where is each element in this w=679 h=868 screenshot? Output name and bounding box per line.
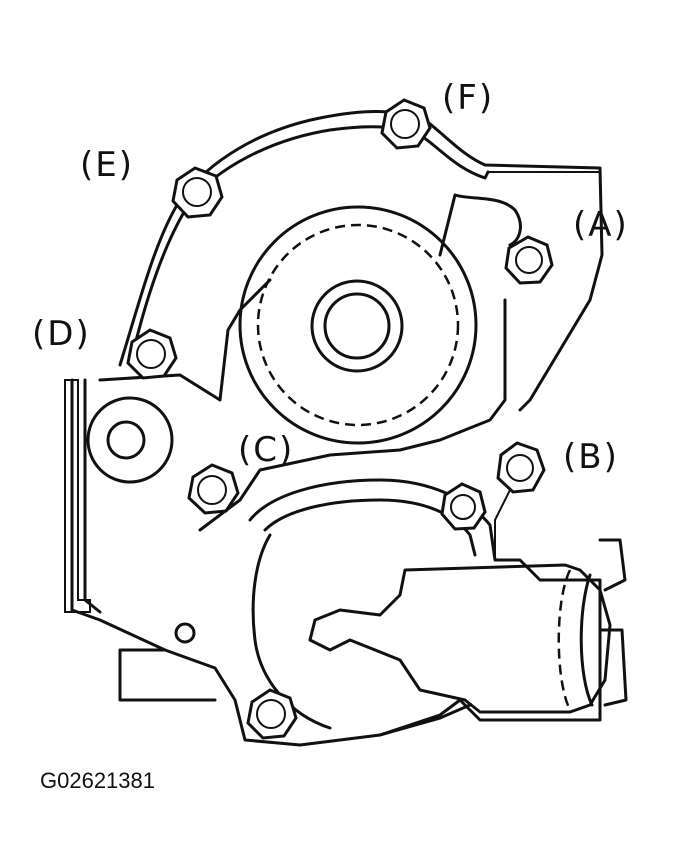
callout-f: (F) xyxy=(442,78,495,118)
leader-b xyxy=(494,479,516,560)
callout-e: (E) xyxy=(80,145,135,185)
bolt-icon xyxy=(504,235,554,285)
bolt-icon xyxy=(246,688,298,740)
bolt-icon xyxy=(440,482,487,531)
gasket-edge xyxy=(64,379,91,613)
lower-left-pipe xyxy=(118,648,217,702)
bolt-icon xyxy=(496,441,546,494)
gasket-inner xyxy=(133,125,490,347)
mounting-hole xyxy=(106,420,146,460)
small-hole xyxy=(174,622,196,644)
callout-d: (D) xyxy=(32,314,91,354)
bolt-icon xyxy=(171,166,224,219)
outlet-pipe-dash xyxy=(557,569,572,711)
outlet-pipe xyxy=(308,563,612,714)
pump-body-right xyxy=(198,298,507,532)
figure-code: G02621381 xyxy=(40,768,155,793)
bolt-icon xyxy=(380,98,432,150)
shaft-hole xyxy=(323,292,391,360)
outlet-pipe-rim xyxy=(579,573,594,707)
pipe-nipple-bottom xyxy=(598,628,628,707)
pipe-nipple-top xyxy=(598,538,627,592)
outlet-inner-lower xyxy=(251,533,332,730)
bolt-icon xyxy=(126,328,178,380)
gasket-outline xyxy=(118,110,604,412)
callout-a: (A) xyxy=(573,205,629,245)
leader-f-a xyxy=(487,169,603,251)
impeller-housing xyxy=(238,205,478,445)
pump-body-upper xyxy=(438,193,522,257)
mounting-boss xyxy=(86,396,174,484)
callout-c: (C) xyxy=(238,430,295,470)
bolt-icon xyxy=(187,463,240,515)
shaft-boss xyxy=(310,279,404,373)
outlet-housing xyxy=(248,478,602,737)
callout-b: (B) xyxy=(563,437,619,477)
impeller-dashed-ring xyxy=(256,223,460,427)
